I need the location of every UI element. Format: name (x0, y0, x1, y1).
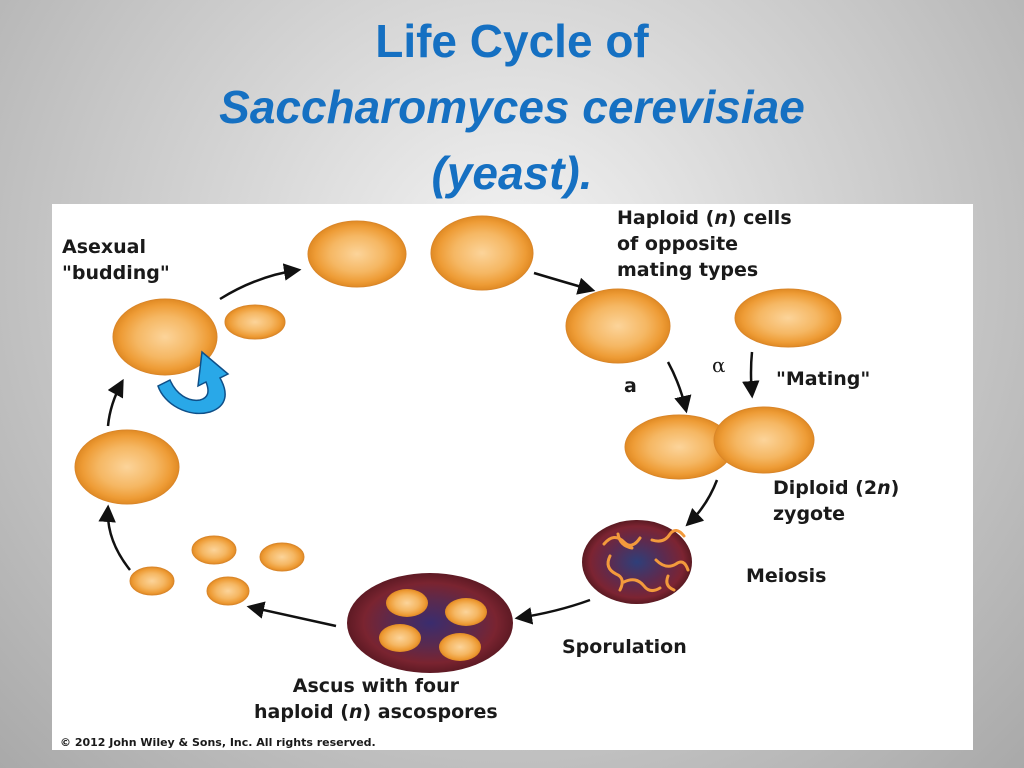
label-ascus-line-1: Ascus with four (292, 675, 459, 697)
label-asexual-line-2: "budding" (62, 262, 170, 284)
label-ascus: Ascus with four haploid (n) ascospores (254, 673, 498, 725)
label-diploid-pre: Diploid (2 (773, 477, 878, 499)
label-mating-type-alpha: α (712, 353, 726, 377)
budding-recycle-arrow (157, 350, 230, 415)
label-ascus-n: n (348, 701, 363, 723)
arrow-zygote-to-meiosis (685, 479, 719, 527)
mating-cell-alpha (734, 288, 842, 348)
label-asexual-budding: Asexual "budding" (62, 234, 170, 286)
label-diploid-n: n (877, 477, 891, 499)
arrow-haploids-to-a (533, 271, 596, 295)
haploid-cell-left (74, 429, 180, 505)
label-mating: "Mating" (776, 368, 871, 390)
haploid-cell-top-right (430, 215, 534, 291)
haploid-cell-top-left (307, 220, 407, 288)
label-sporulation: Sporulation (562, 636, 687, 658)
title-line-2: Saccharomyces cerevisiae (219, 81, 805, 133)
label-diploid-line-2: zygote (773, 503, 846, 525)
label-haploid-line-3: mating types (617, 259, 759, 281)
arrow-meiosis-to-ascus (514, 598, 591, 625)
label-haploid-n: n (714, 207, 728, 229)
arrow-haploid-to-budding (106, 378, 124, 427)
diploid-zygote (624, 406, 815, 480)
label-haploid-cells: Haploid (n) cells of opposite mating typ… (617, 205, 792, 283)
label-haploid-post: ) cells (727, 207, 792, 229)
label-diploid-post: ) (890, 477, 900, 499)
diagram-graphics (74, 215, 842, 673)
label-asexual-line-1: Asexual (62, 236, 147, 258)
arrow-budding-to-haploids (219, 263, 302, 301)
arrow-a-to-zygote (666, 361, 692, 414)
label-ascus-pre: haploid ( (254, 701, 349, 723)
slide-title: Life Cycle of Saccharomyces cerevisiae (… (0, 8, 1024, 206)
title-line-3: (yeast). (431, 147, 593, 199)
title-line-1: Life Cycle of (375, 15, 649, 67)
cycle-arrows (98, 263, 760, 628)
label-haploid-pre: Haploid ( (617, 207, 715, 229)
label-ascus-post: ) ascospores (362, 701, 498, 723)
released-ascospores (129, 535, 305, 606)
budding-cell (112, 298, 286, 376)
meiosis-cell (582, 520, 692, 604)
arrow-spores-to-haploid (98, 504, 131, 571)
copyright-notice: © 2012 John Wiley & Sons, Inc. All right… (60, 736, 376, 749)
arrow-alpha-to-zygote (742, 351, 760, 399)
label-mating-type-a: a (624, 375, 637, 397)
arrow-ascus-to-spores (246, 601, 337, 628)
life-cycle-diagram: Asexual "budding" Haploid (n) cells of o… (52, 204, 973, 750)
mating-cell-a (565, 288, 671, 364)
label-diploid-zygote: Diploid (2n) zygote (773, 475, 899, 527)
ascus (347, 573, 513, 673)
label-haploid-line-2: of opposite (617, 233, 739, 255)
label-meiosis: Meiosis (746, 565, 827, 587)
